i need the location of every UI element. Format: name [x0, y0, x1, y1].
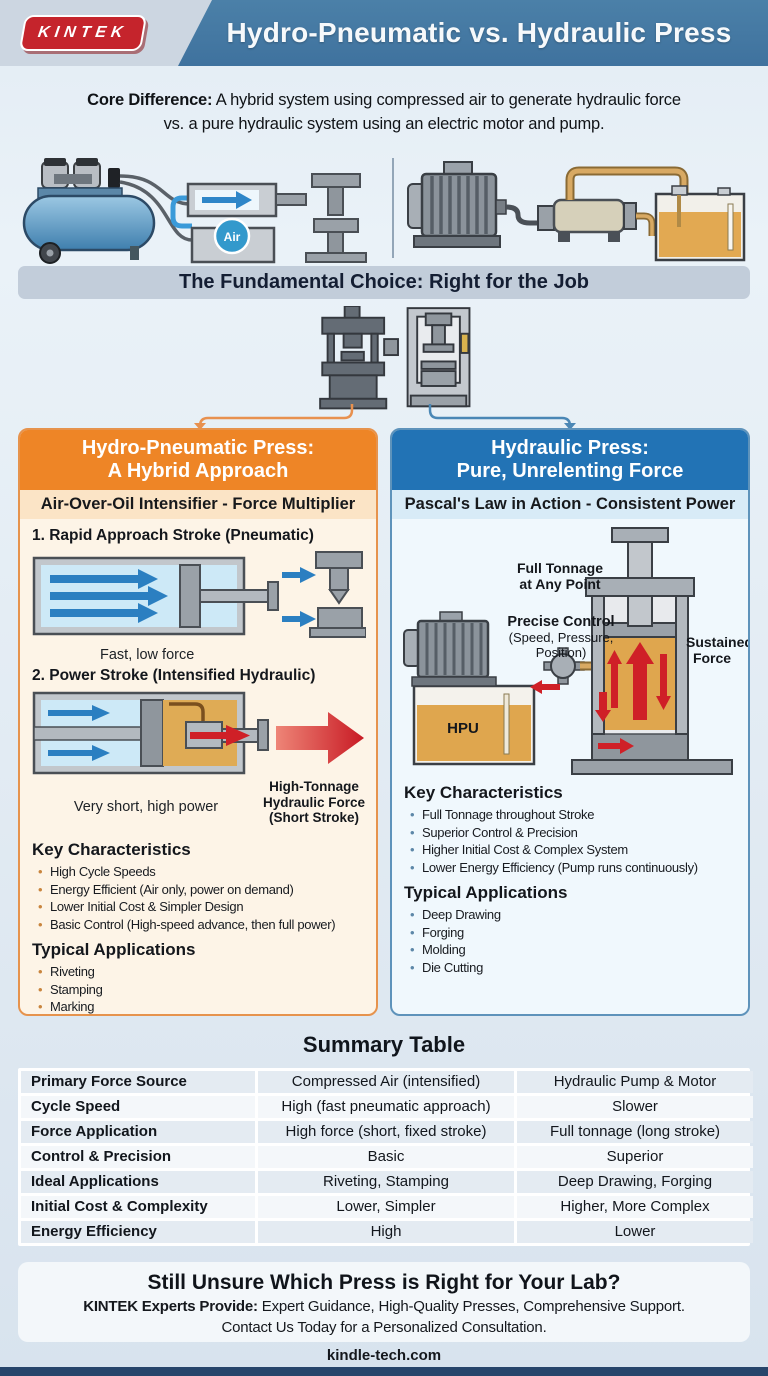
hydraulic-press-icon — [403, 527, 733, 775]
list-item: High Cycle Speeds — [36, 863, 366, 881]
core-difference-line2: vs. a pure hydraulic system using an ele… — [163, 115, 605, 133]
precise-control-label: Precise Control (Speed, Pressure, Positi… — [507, 614, 615, 661]
list-item: Lower Initial Cost & Simpler Design — [36, 898, 366, 916]
core-difference-text: Core Difference: A hybrid system using c… — [34, 88, 734, 136]
core-difference-label: Core Difference: — [87, 91, 213, 109]
table-row: Force Application High force (short, fix… — [21, 1121, 753, 1143]
fundamental-choice-banner: The Fundamental Choice: Right for the Jo… — [18, 266, 750, 299]
hydro-pneumatic-card: Hydro-Pneumatic Press: A Hybrid Approach… — [18, 428, 378, 1016]
air-compressor-diagram-icon: Air — [22, 158, 367, 264]
header-banner: KINTEK Hydro-Pneumatic vs. Hydraulic Pre… — [0, 0, 768, 66]
table-row: Primary Force Source Compressed Air (int… — [21, 1071, 753, 1093]
hydro-pneumatic-card-title: Hydro-Pneumatic Press: A Hybrid Approach — [20, 430, 376, 490]
step1-caption: Fast, low force — [100, 647, 195, 663]
cta-contact-line: Contact Us Today for a Personalized Cons… — [221, 1319, 547, 1336]
left-key-title: Key Characteristics — [32, 840, 191, 859]
table-row: Energy Efficiency High Lower — [21, 1221, 753, 1243]
list-item: Energy Efficient (Air only, power on dem… — [36, 881, 366, 899]
list-item: Molding — [408, 941, 738, 959]
step2-caption: Very short, high power — [73, 799, 219, 815]
air-label: Air — [224, 230, 241, 244]
choice-section: High-Speed, Short Power Stroke Raw Power… — [0, 300, 768, 686]
summary-table-title: Summary Table — [302, 1032, 466, 1057]
table-row: Cycle Speed High (fast pneumatic approac… — [21, 1096, 753, 1118]
full-tonnage-label: Full Tonnage at Any Point — [516, 560, 604, 592]
force-label: High-Tonnage Hydraulic Force (Short Stro… — [262, 779, 366, 825]
hydraulic-card: Hydraulic Press: Pure, Unrelenting Force… — [390, 428, 750, 1016]
bottom-bar — [0, 1367, 768, 1376]
step2-captions: Very short, high power High-Tonnage Hydr… — [30, 779, 366, 833]
table-row: Control & Precision Basic Superior — [21, 1146, 753, 1168]
list-item: Full Tonnage throughout Stroke — [408, 806, 738, 824]
diagram-divider — [392, 158, 394, 258]
rapid-approach-diagram-icon — [32, 551, 367, 638]
list-item: Superior Control & Precision — [408, 824, 738, 842]
left-apps-list: Riveting Stamping Marking Clinching Pres… — [30, 963, 366, 1017]
power-stroke-diagram-icon — [32, 691, 364, 775]
list-item: Stamping — [36, 981, 366, 999]
list-item: Marking — [36, 998, 366, 1014]
list-item: Basic Control (High-speed advance, then … — [36, 916, 366, 934]
hydro-pneumatic-card-subtitle: Air-Over-Oil Intensifier - Force Multipl… — [20, 490, 376, 519]
sustained-force-label: Sustained Force — [686, 634, 750, 666]
cta-headline: Still Unsure Which Press is Right for Yo… — [147, 1271, 621, 1294]
left-key-list: High Cycle Speeds Energy Efficient (Air … — [30, 863, 366, 933]
connector-lines — [194, 404, 576, 428]
right-key-title: Key Characteristics — [404, 783, 563, 802]
list-item: Deep Drawing — [408, 906, 738, 924]
cta-provider-label: KINTEK Experts Provide: — [83, 1298, 258, 1315]
left-apps-title: Typical Applications — [32, 940, 196, 959]
pneumatic-system-illustration: Air — [14, 148, 386, 266]
right-apps-title: Typical Applications — [404, 883, 568, 902]
summary-table: Primary Force Source Compressed Air (int… — [18, 1068, 753, 1246]
right-key-list: Full Tonnage throughout Stroke Superior … — [402, 806, 738, 876]
website-url: kindle-tech.com — [326, 1347, 442, 1364]
core-difference-line1: A hybrid system using compressed air to … — [212, 91, 681, 109]
step1-title: 1. Rapid Approach Stroke (Pneumatic) — [32, 527, 314, 544]
page-title: Hydro-Pneumatic vs. Hydraulic Press — [226, 17, 732, 48]
hydraulic-card-subtitle: Pascal's Law in Action - Consistent Powe… — [392, 490, 748, 519]
list-item: Clinching — [36, 1016, 366, 1017]
hydraulic-system-illustration — [400, 148, 754, 266]
press-machines-icon — [319, 306, 471, 410]
cta-box: Still Unsure Which Press is Right for Yo… — [18, 1262, 750, 1342]
table-row: Initial Cost & Complexity Lower, Simpler… — [21, 1196, 753, 1218]
list-item: Die Cutting — [408, 959, 738, 977]
table-row: Ideal Applications Riveting, Stamping De… — [21, 1171, 753, 1193]
motor-pump-diagram-icon — [407, 161, 746, 262]
list-item: Lower Energy Efficiency (Pump runs conti… — [408, 859, 738, 877]
kintek-logo: KINTEK — [18, 15, 148, 51]
list-item: Forging — [408, 924, 738, 942]
kintek-logo-text: KINTEK — [37, 24, 130, 41]
hydraulic-press-diagram: Full Tonnage at Any Point Precise Contro… — [402, 524, 750, 776]
list-item: Higher Initial Cost & Complex System — [408, 841, 738, 859]
hydraulic-card-title: Hydraulic Press: Pure, Unrelenting Force — [392, 430, 748, 490]
list-item: Riveting — [36, 963, 366, 981]
step2-title: 2. Power Stroke (Intensified Hydraulic) — [32, 667, 316, 684]
hpu-label: HPU — [447, 720, 479, 737]
right-apps-list: Deep Drawing Forging Molding Die Cutting — [402, 906, 738, 976]
